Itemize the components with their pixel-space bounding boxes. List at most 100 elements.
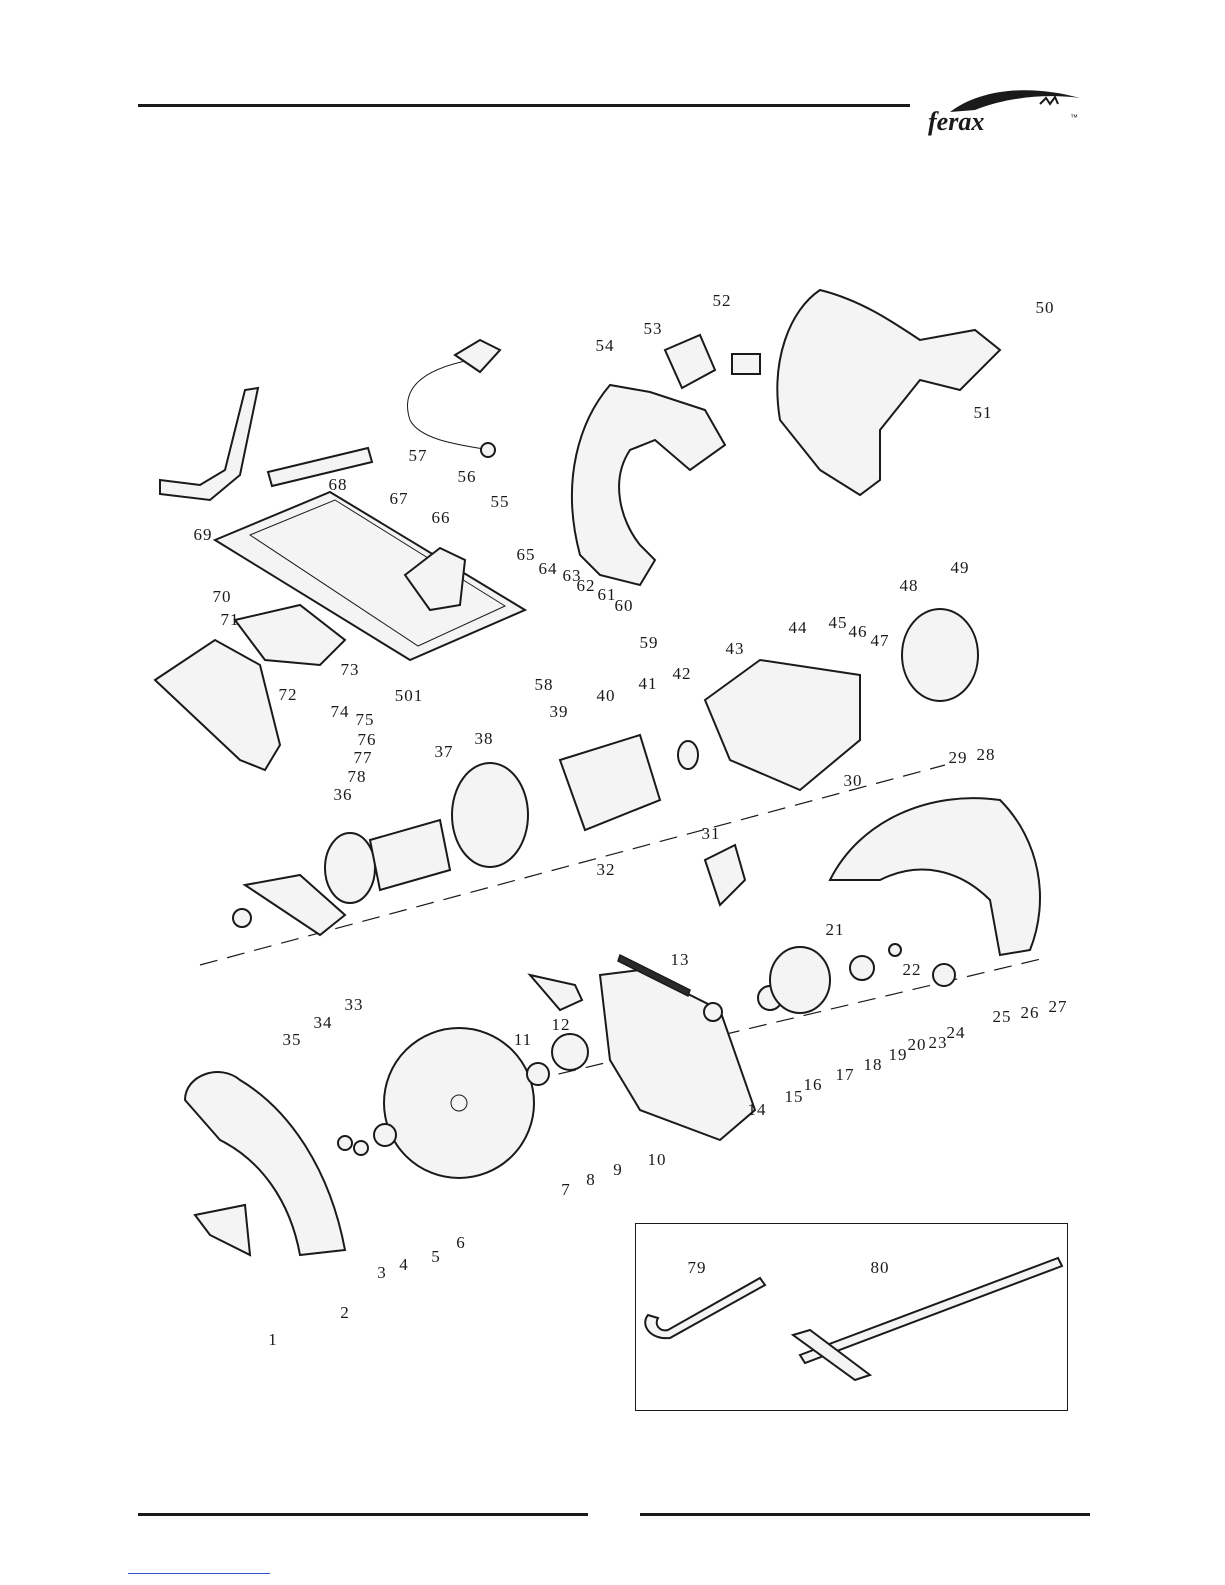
part-number-15: 15 xyxy=(785,1087,804,1106)
part-number-20: 20 xyxy=(908,1035,927,1054)
part-number-68: 68 xyxy=(329,475,348,494)
armature-fan-36 xyxy=(325,833,375,903)
accessory-box xyxy=(635,1223,1068,1411)
flange-9 xyxy=(552,1034,588,1070)
part-number-7: 7 xyxy=(561,1180,571,1199)
part-number-57: 57 xyxy=(409,446,428,465)
part-number-76: 76 xyxy=(358,730,377,749)
washer-4 xyxy=(354,1141,368,1155)
part-number-59: 59 xyxy=(640,633,659,652)
armature-36 xyxy=(370,820,450,890)
washer-24 xyxy=(933,964,955,986)
part-number-1: 1 xyxy=(268,1330,278,1349)
part-number-60: 60 xyxy=(615,596,634,615)
washer-7 xyxy=(527,1063,549,1085)
part-number-47: 47 xyxy=(871,631,890,650)
part-number-49: 49 xyxy=(951,558,970,577)
footer-link-underline[interactable] xyxy=(128,1573,270,1574)
part-number-22: 22 xyxy=(903,960,922,979)
part-number-67: 67 xyxy=(390,489,409,508)
ring-22 xyxy=(889,944,901,956)
part-number-65: 65 xyxy=(517,545,536,564)
flange-5 xyxy=(374,1124,396,1146)
part-number-54: 54 xyxy=(596,336,615,355)
capacitor-52 xyxy=(732,354,760,374)
part-number-73: 73 xyxy=(341,660,360,679)
part-number-52: 52 xyxy=(713,291,732,310)
cover-73 xyxy=(235,605,345,665)
part-number-19: 19 xyxy=(889,1045,908,1064)
part-number-501: 501 xyxy=(395,686,424,705)
bolt-3 xyxy=(338,1136,352,1150)
part-number-21: 21 xyxy=(826,920,845,939)
part-number-35: 35 xyxy=(283,1030,302,1049)
part-number-69: 69 xyxy=(194,525,213,544)
bearing-42 xyxy=(678,741,698,769)
part-number-41: 41 xyxy=(639,674,658,693)
part-number-26: 26 xyxy=(1021,1003,1040,1022)
stator-39 xyxy=(560,735,660,830)
part-number-72: 72 xyxy=(279,685,298,704)
part-number-78: 78 xyxy=(348,767,367,786)
part-number-58: 58 xyxy=(535,675,554,694)
plug-57 xyxy=(455,340,500,372)
part-number-28: 28 xyxy=(977,745,996,764)
part-number-5: 5 xyxy=(431,1247,441,1266)
footer-rule-right xyxy=(640,1513,1090,1516)
saw-blade-6 xyxy=(384,1028,534,1178)
upper-guard xyxy=(830,798,1040,955)
bearing-34 xyxy=(233,909,251,927)
part-number-8: 8 xyxy=(586,1170,596,1189)
part-number-63: 63 xyxy=(563,566,582,585)
part-number-25: 25 xyxy=(993,1007,1012,1026)
part-number-40: 40 xyxy=(597,686,616,705)
handle-54 xyxy=(572,385,725,585)
part-number-6: 6 xyxy=(456,1233,466,1252)
part-number-48: 48 xyxy=(900,576,919,595)
lever-12 xyxy=(530,975,582,1010)
part-number-74: 74 xyxy=(331,702,350,721)
shaft-14 xyxy=(704,1003,722,1021)
part-number-53: 53 xyxy=(644,319,663,338)
part-number-32: 32 xyxy=(597,860,616,879)
part-number-42: 42 xyxy=(673,664,692,683)
rod-68 xyxy=(268,448,372,486)
part-number-77: 77 xyxy=(354,748,373,767)
part-number-37: 37 xyxy=(435,742,454,761)
part-number-61: 61 xyxy=(598,585,617,604)
part-number-33: 33 xyxy=(345,995,364,1014)
part-number-55: 55 xyxy=(491,492,510,511)
part-number-34: 34 xyxy=(314,1013,333,1032)
lower-guard-10 xyxy=(600,970,755,1140)
power-cord-57 xyxy=(408,360,491,450)
part-number-75: 75 xyxy=(356,710,375,729)
part-number-44: 44 xyxy=(789,618,808,637)
part-number-38: 38 xyxy=(475,729,494,748)
gear-housing-17 xyxy=(770,947,830,1013)
part-number-9: 9 xyxy=(613,1160,623,1179)
part-number-3: 3 xyxy=(377,1263,387,1282)
part-number-24: 24 xyxy=(947,1023,966,1042)
part-number-39: 39 xyxy=(550,702,569,721)
part-number-50: 50 xyxy=(1036,298,1055,317)
bracket-69 xyxy=(160,388,258,500)
part-number-66: 66 xyxy=(432,508,451,527)
switch-53 xyxy=(665,335,715,388)
part-number-46: 46 xyxy=(849,622,868,641)
part-number-18: 18 xyxy=(864,1055,883,1074)
cover-31 xyxy=(705,845,745,905)
part-number-29: 29 xyxy=(949,748,968,767)
footer-rule-left xyxy=(138,1513,588,1516)
part-number-16: 16 xyxy=(804,1075,823,1094)
part-number-70: 70 xyxy=(213,587,232,606)
part-number-30: 30 xyxy=(844,771,863,790)
part-number-27: 27 xyxy=(1049,997,1068,1016)
cover-70 xyxy=(155,640,280,770)
housing-half-51 xyxy=(777,290,1000,495)
part-number-64: 64 xyxy=(539,559,558,578)
part-number-56: 56 xyxy=(458,467,477,486)
part-number-23: 23 xyxy=(929,1033,948,1052)
part-number-51: 51 xyxy=(974,403,993,422)
part-number-36: 36 xyxy=(334,785,353,804)
baffle-37 xyxy=(452,763,528,867)
